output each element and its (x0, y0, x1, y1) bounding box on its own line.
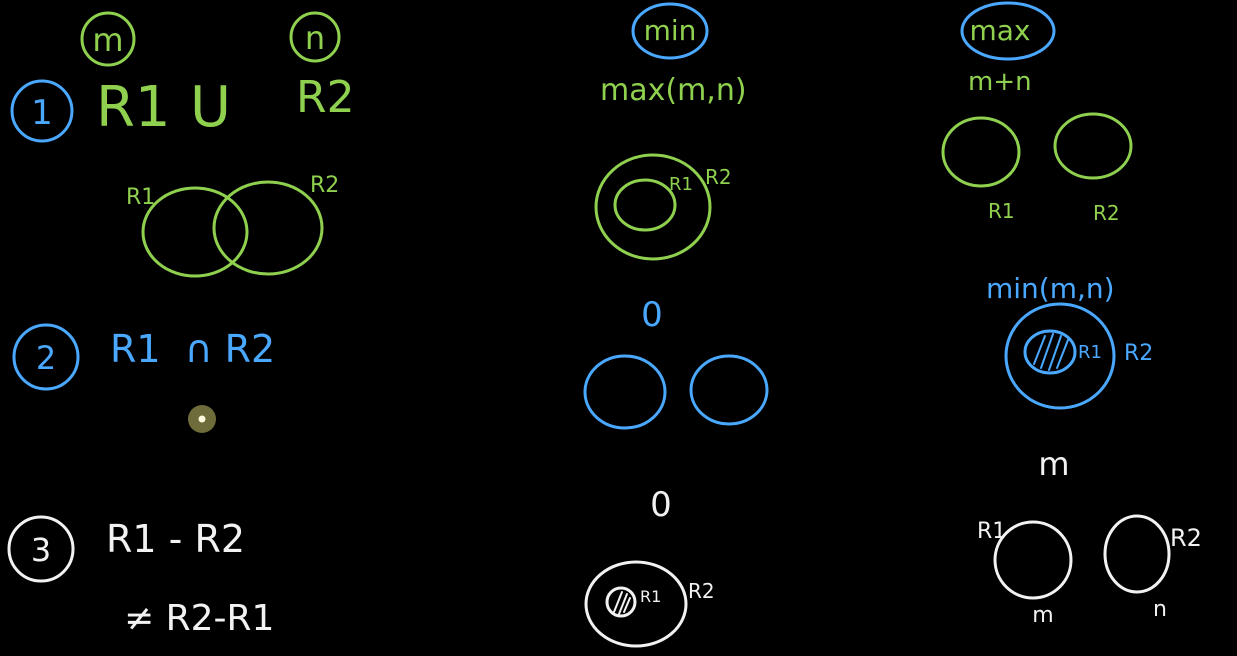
row3-number: 3 (31, 531, 51, 569)
min-union-inner-label: R1 (669, 174, 693, 195)
min-intersection-value: 0 (641, 295, 663, 335)
min-difference-outer-label: R2 (688, 579, 715, 603)
venn-r2-label: R2 (310, 173, 339, 198)
min-intersection-r1-circle (583, 354, 667, 430)
venn-r1-label: R1 (126, 185, 155, 210)
max-heading: max (969, 14, 1030, 47)
min-heading-circle (631, 2, 709, 60)
row1-expr-r2: R2 (296, 72, 355, 123)
set-m-label: m (92, 21, 123, 59)
min-union-formula: max(m,n) (600, 73, 747, 108)
row3-not-equal: ≠ R2-R1 (124, 598, 274, 639)
row1-expr-r1: R1 (96, 75, 171, 140)
max-difference-r1-circle (993, 520, 1073, 600)
min-union-outer-label: R2 (705, 165, 732, 189)
max-union-formula: m+n (968, 67, 1032, 97)
max-intersection-outer-circle (1004, 302, 1116, 410)
min-difference-value: 0 (650, 485, 672, 525)
max-difference-r1-size: m (1032, 603, 1053, 628)
min-union-inner-circle (613, 178, 677, 232)
min-heading: min (644, 14, 697, 47)
max-difference-value: m (1038, 445, 1069, 483)
min-difference-hatch (613, 591, 631, 615)
max-intersection-formula: min(m,n) (986, 272, 1115, 305)
row2-expr: R1 ∩ R2 (110, 327, 275, 371)
max-union-r1-circle (941, 116, 1021, 188)
min-difference-inner-label: R1 (640, 587, 661, 606)
max-difference-r2-size: n (1153, 597, 1167, 622)
row1-number: 1 (31, 93, 53, 133)
max-difference-r2-circle (1103, 514, 1171, 594)
max-union-r2-circle (1053, 112, 1133, 180)
max-heading-circle (960, 1, 1056, 61)
row1-expr-union: U (190, 75, 231, 140)
min-intersection-r2-circle (689, 354, 769, 426)
max-difference-r2-label: R2 (1170, 524, 1202, 552)
max-intersection-inner-circle (1023, 329, 1077, 375)
min-union-outer-circle (594, 153, 712, 261)
row2-number: 2 (36, 339, 56, 377)
max-intersection-outer-label: R2 (1124, 341, 1153, 366)
max-union-r1-label: R1 (988, 199, 1015, 223)
max-union-r2-label: R2 (1093, 201, 1120, 225)
max-intersection-inner-label: R1 (1078, 342, 1102, 363)
max-difference-r1-label: R1 (977, 519, 1006, 544)
laser-pointer-center (198, 415, 206, 423)
row3-number-circle (7, 515, 75, 583)
venn-r1-circle (141, 186, 249, 278)
set-n-label: n (305, 19, 325, 57)
row2-number-circle (12, 323, 80, 391)
row1-number-circle (10, 79, 74, 143)
venn-r2-circle (212, 180, 324, 276)
min-difference-inner-circle (605, 586, 637, 618)
set-n-circle (289, 11, 341, 63)
min-difference-outer-circle (584, 560, 688, 648)
max-intersection-hatch (1033, 333, 1069, 371)
set-m-circle (80, 11, 136, 67)
row3-expr: R1 - R2 (106, 517, 245, 561)
